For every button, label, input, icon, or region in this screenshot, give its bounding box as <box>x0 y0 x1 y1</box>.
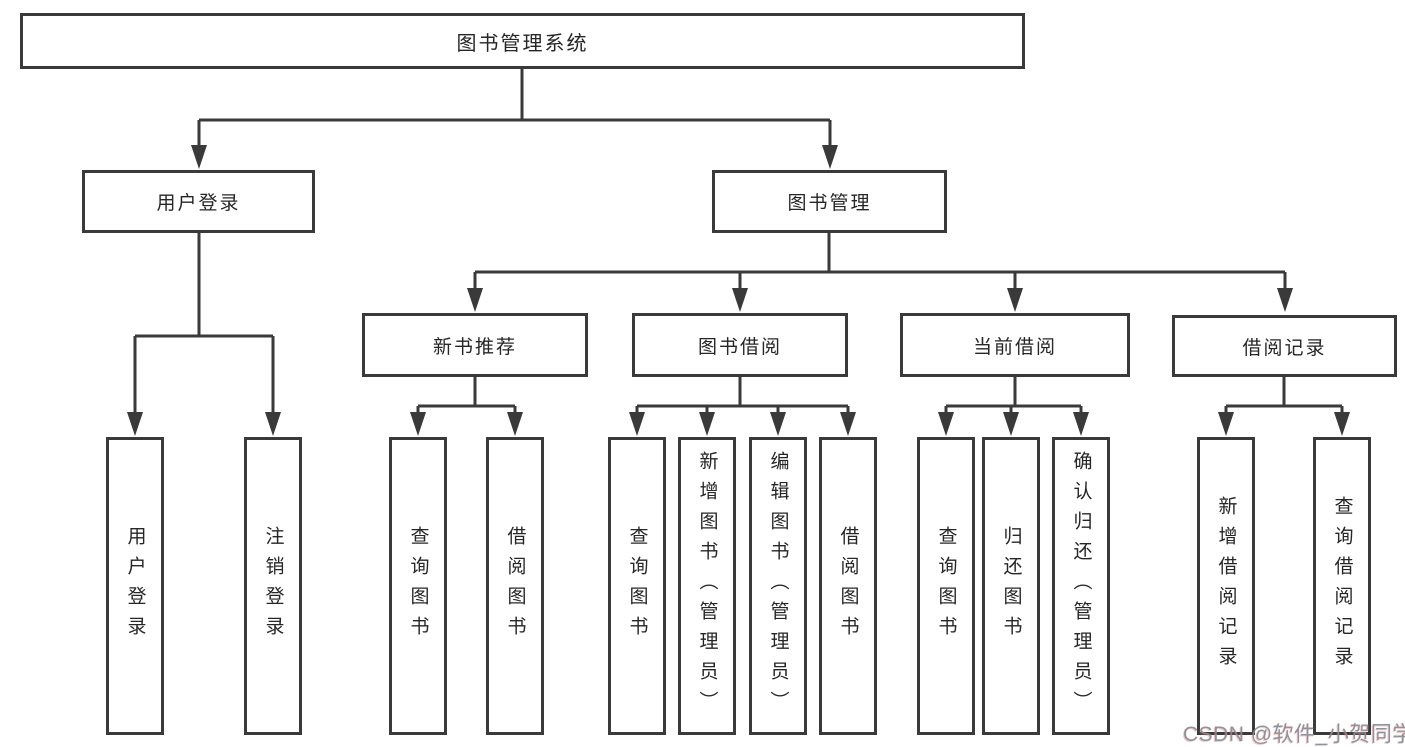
connector-current-borrowing <box>938 377 1089 436</box>
node-label: 用户登录 <box>156 193 241 214</box>
leaf-confirm-return-admin: 确认归还（管理员） <box>1052 437 1110 735</box>
leaf-borrow-books-recommend: 借阅图书 <box>486 437 544 735</box>
leaf-label: 查询借阅记录 <box>1331 496 1353 676</box>
node-book-management: 图书管理 <box>712 170 947 233</box>
leaf-label: 查询图书 <box>935 526 957 646</box>
node-label: 借阅记录 <box>1242 337 1327 359</box>
connector-book-borrowing <box>629 377 856 436</box>
leaf-label: 借阅图书 <box>504 526 526 646</box>
node-library-management-system: 图书管理系统 <box>20 13 1025 69</box>
connector-user-login <box>127 233 281 436</box>
connector-book-management <box>467 233 1293 312</box>
node-borrowing-records: 借阅记录 <box>1172 315 1397 377</box>
leaf-add-books-admin: 新增图书（管理员） <box>678 437 736 735</box>
node-new-book-recommendation: 新书推荐 <box>362 313 588 377</box>
leaf-edit-books-admin: 编辑图书（管理员） <box>749 437 807 735</box>
leaf-query-books-current: 查询图书 <box>917 437 975 735</box>
leaf-label: 借阅图书 <box>837 526 859 646</box>
leaf-label: 新增借阅记录 <box>1215 496 1237 676</box>
node-label: 当前借阅 <box>972 336 1057 358</box>
leaf-label: 查询图书 <box>626 526 648 646</box>
node-label: 图书管理系统 <box>456 32 589 55</box>
leaf-query-borrow-record: 查询借阅记录 <box>1313 437 1371 735</box>
watermark: CSDN @软件_小贺同学 <box>1183 723 1405 746</box>
node-label: 图书借阅 <box>697 336 782 358</box>
leaf-label: 注销登录 <box>262 526 284 646</box>
leaf-label: 确认归还（管理员） <box>1070 451 1092 721</box>
connector-borrowing-records <box>1218 377 1350 436</box>
leaf-query-books-recommend: 查询图书 <box>389 437 447 735</box>
connector-root <box>191 69 838 169</box>
node-book-borrowing: 图书借阅 <box>632 313 848 377</box>
leaf-query-books-borrowing: 查询图书 <box>608 437 666 735</box>
leaf-logout: 注销登录 <box>244 437 302 735</box>
connector-new-book-recommendation <box>410 377 523 436</box>
leaf-label: 编辑图书（管理员） <box>767 451 789 721</box>
leaf-add-borrow-record: 新增借阅记录 <box>1197 437 1255 735</box>
node-current-borrowing: 当前借阅 <box>900 313 1130 377</box>
leaf-return-books: 归还图书 <box>982 437 1040 735</box>
leaf-label: 查询图书 <box>407 526 429 646</box>
node-user-login: 用户登录 <box>82 170 315 233</box>
leaf-label: 用户登录 <box>124 526 146 646</box>
node-label: 新书推荐 <box>432 336 517 358</box>
node-label: 图书管理 <box>787 193 872 214</box>
leaf-label: 新增图书（管理员） <box>696 451 718 721</box>
leaf-borrow-books: 借阅图书 <box>819 437 877 735</box>
leaf-label: 归还图书 <box>1000 526 1022 646</box>
leaf-user-login: 用户登录 <box>106 437 164 735</box>
